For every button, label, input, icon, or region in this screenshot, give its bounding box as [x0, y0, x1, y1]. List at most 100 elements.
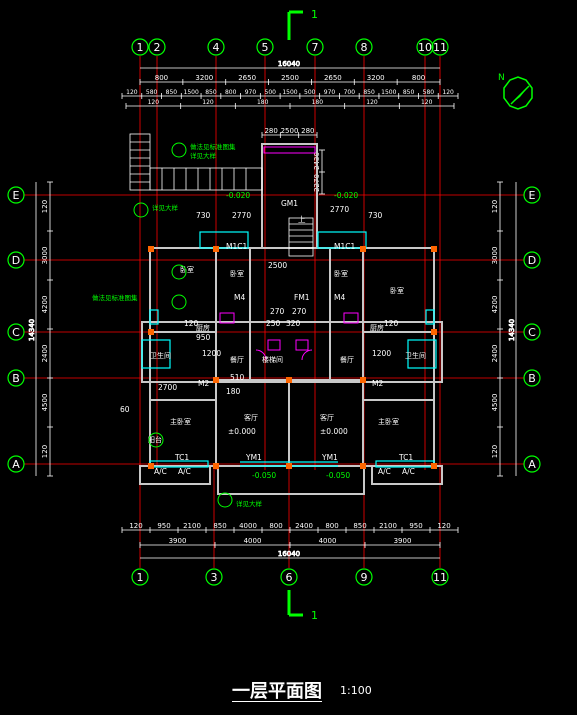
dim-top-row2-value: 580 [146, 89, 158, 96]
dim-bottom-row1-value: 800 [269, 522, 282, 530]
axis-bubble-left-C: C [7, 323, 25, 341]
svg-text:11: 11 [433, 571, 447, 584]
fm1-label: FM1 [294, 293, 310, 302]
dim-bottom-total: 16040 [278, 550, 300, 558]
axis-bubble-top-11: 11 [431, 38, 449, 56]
svg-text:5: 5 [262, 41, 269, 54]
level-terrace-e: -0.020 [334, 191, 358, 200]
axis-bubble-right-E: E [523, 186, 541, 204]
dim-left-total: 14340 [28, 319, 36, 341]
window-openings [141, 231, 437, 468]
axis-bubble-right-C: C [523, 323, 541, 341]
svg-text:11: 11 [433, 41, 447, 54]
dim-top-row1-value: 3200 [195, 74, 213, 82]
ac-label-4: A/C [402, 467, 415, 476]
window-tc1-left-label: TC1 [174, 453, 189, 462]
section-label-top: 1 [311, 8, 318, 21]
svg-text:D: D [528, 254, 536, 267]
dim-bottom-row1-value: 4000 [239, 522, 257, 530]
dim-1200b: 1200 [372, 349, 391, 358]
dim-top-row1-value: 2650 [324, 74, 342, 82]
dim-stair-top-value: 280 [264, 127, 277, 135]
axis-bubble-right-B: B [523, 369, 541, 387]
svg-text:A: A [12, 458, 20, 471]
dim-bottom-row1-value: 2100 [183, 522, 201, 530]
stairwell [129, 133, 314, 257]
m2-left-label: M2 [198, 379, 209, 388]
svg-text:2: 2 [154, 41, 161, 54]
svg-text:B: B [12, 372, 20, 385]
section-label-bottom: 1 [311, 609, 318, 622]
axis-bubble-left-A: A [7, 455, 25, 473]
dim-top-row2-value: 120 [442, 89, 454, 96]
dim-left-value: 4200 [41, 296, 49, 314]
level-living-w: ±0.000 [228, 427, 256, 436]
m4-right-label: M4 [334, 293, 345, 302]
svg-text:7: 7 [312, 41, 319, 54]
dim-stair-top-value: 2500 [281, 127, 299, 135]
dim-top-row3-value: 180 [312, 99, 324, 106]
svg-text:4: 4 [213, 41, 220, 54]
dim-top-row1-value: 3200 [367, 74, 385, 82]
dim-top-row3-value: 180 [257, 99, 269, 106]
dim-top-row2-value: 700 [344, 89, 356, 96]
dim-180: 180 [226, 387, 241, 396]
dim-bottom-row1-value: 2400 [295, 522, 313, 530]
dim-320: 320 [286, 319, 301, 328]
dim-2700: 2700 [158, 383, 177, 392]
dim-top-row2-value: 1500 [282, 89, 297, 96]
axis-bubble-bottom-1: 1 [131, 568, 149, 586]
dim-top-row3-value: 120 [202, 99, 214, 106]
dim-bottom-row1-value: 120 [129, 522, 142, 530]
door-ym1-right-label: YM1 [321, 453, 338, 462]
dim-730-left: 730 [196, 211, 211, 220]
level-porch-w: -0.050 [252, 471, 276, 480]
dim-right-value: 4200 [491, 296, 499, 314]
svg-text:E: E [13, 189, 20, 202]
svg-text:C: C [12, 326, 20, 339]
room-bedroom-e2: 卧室 [334, 269, 348, 278]
axis-bubble-bottom-9: 9 [355, 568, 373, 586]
dim-top-row2-value: 850 [166, 89, 178, 96]
room-bedroom-ne: 卧室 [390, 286, 404, 295]
svg-text:1: 1 [137, 571, 144, 584]
axis-bubble-top-1: 1 [131, 38, 149, 56]
room-bedroom-w2: 卧室 [230, 269, 244, 278]
svg-text:E: E [529, 189, 536, 202]
dim-2770-right: 2770 [330, 205, 349, 214]
level-porch-e: -0.050 [326, 471, 350, 480]
axis-bubble-right-A: A [523, 455, 541, 473]
svg-text:6: 6 [286, 571, 293, 584]
dim-270b: 270 [270, 307, 285, 316]
dim-right-total: 14340 [508, 319, 516, 341]
svg-text:B: B [528, 372, 536, 385]
axis-bubble-top-2: 2 [148, 38, 166, 56]
dim-left-value: 4500 [41, 394, 49, 412]
callout-note-2: 详见大样 [190, 151, 217, 160]
dim-top-row1-value: 800 [155, 74, 168, 82]
callout-note-5: 详见大样 [236, 499, 263, 508]
room-stair-hall: 楼梯间 [262, 355, 283, 364]
door-gm1-label: GM1 [281, 199, 298, 208]
axis-bubble-left-D: D [7, 251, 25, 269]
dim-250: 250 [266, 319, 281, 328]
door-ym1-left-label: YM1 [245, 453, 262, 462]
dim-top-row1-value: 800 [412, 74, 425, 82]
axis-bubble-top-4: 4 [207, 38, 225, 56]
m1c1-right-label: M1C1 [334, 242, 355, 251]
axis-bubble-left-E: E [7, 186, 25, 204]
callout-note-4: 做法见标准图集 [92, 293, 138, 302]
axis-bubble-bottom-11: 11 [431, 568, 449, 586]
dim-510: 510 [230, 373, 245, 382]
north-label: N [498, 73, 505, 83]
dim-270: 270 [292, 307, 307, 316]
dim-bottom-row1-value: 120 [437, 522, 450, 530]
room-balcony: 阳台 [148, 435, 162, 444]
dim-60: 60 [120, 405, 130, 414]
dim-left-value: 2400 [41, 345, 49, 363]
dim-bottom-row2-value: 4000 [244, 537, 262, 545]
dim-950: 950 [196, 333, 211, 342]
svg-text:9: 9 [361, 571, 368, 584]
